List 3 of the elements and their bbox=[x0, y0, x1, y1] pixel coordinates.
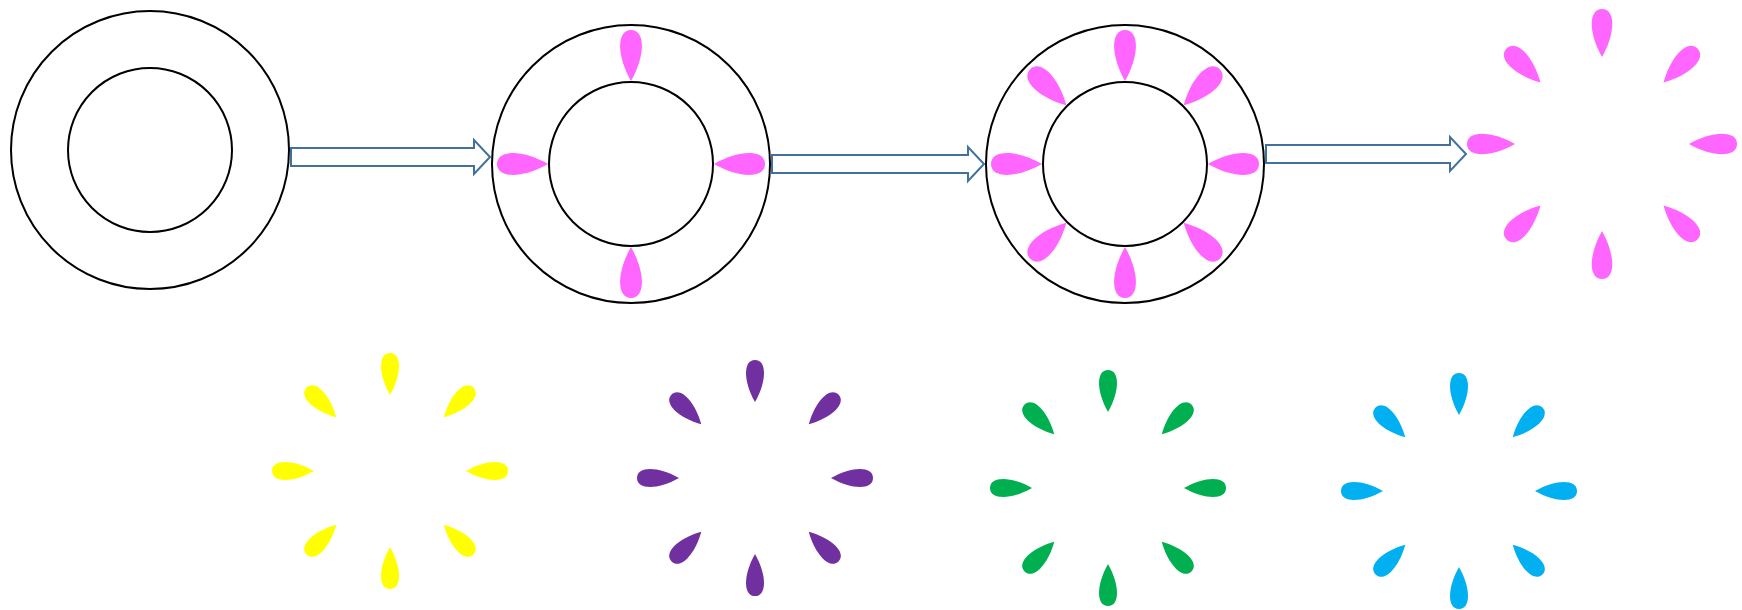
hollow-arrow bbox=[1265, 134, 1468, 174]
hollow-arrow bbox=[290, 137, 492, 177]
hollow-arrow bbox=[771, 144, 986, 184]
